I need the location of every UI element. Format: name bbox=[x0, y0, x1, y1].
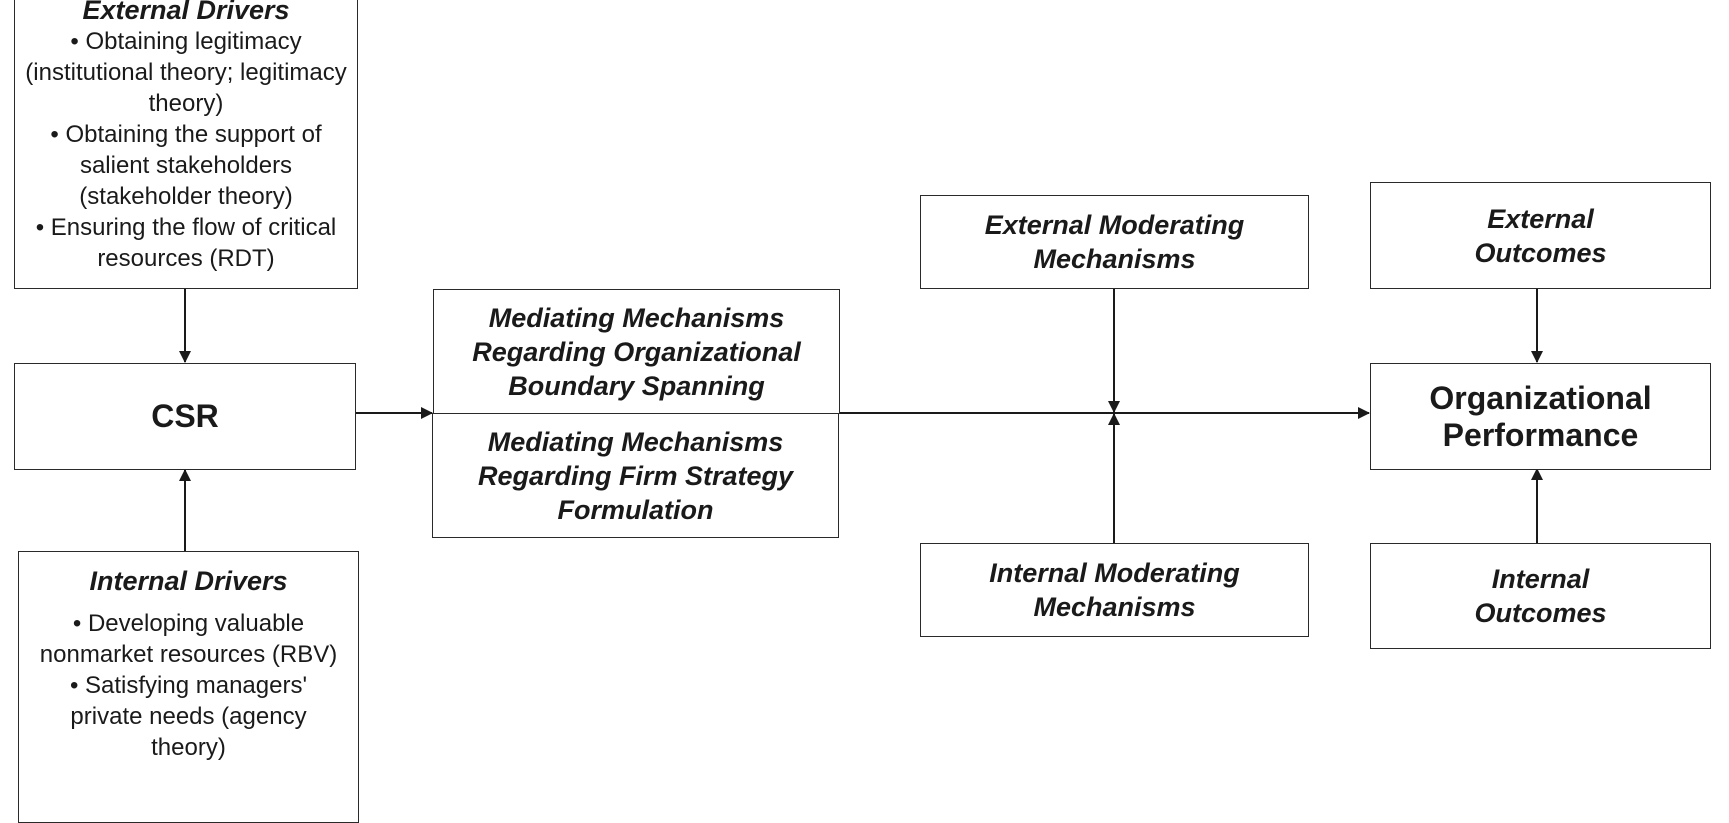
external-outcomes-label: External Outcomes bbox=[1474, 203, 1607, 268]
organizational-performance-label: Organizational Performance bbox=[1429, 379, 1652, 453]
list-item: Obtaining legitimacy (institutional theo… bbox=[25, 26, 347, 119]
list-item: Developing valuable nonmarket resources … bbox=[37, 608, 340, 670]
internal-moderating-box: Internal Moderating Mechanisms bbox=[920, 543, 1309, 637]
internal-drivers-title: Internal Drivers bbox=[89, 566, 288, 596]
mediating-strategy-box: Mediating Mechanisms Regarding Firm Stra… bbox=[432, 413, 839, 538]
list-item: Ensuring the flow of critical resources … bbox=[25, 212, 347, 274]
mediating-boundary-label: Mediating Mechanisms Regarding Organizat… bbox=[472, 302, 801, 401]
mediating-boundary-box: Mediating Mechanisms Regarding Organizat… bbox=[433, 289, 840, 414]
internal-drivers-list: Developing valuable nonmarket resources … bbox=[37, 608, 340, 763]
list-item: Obtaining the support of salient stakeho… bbox=[25, 119, 347, 212]
external-drivers-box: External Drivers Obtaining legitimacy (i… bbox=[14, 0, 358, 289]
external-moderating-label: External Moderating Mechanisms bbox=[984, 210, 1245, 274]
external-drivers-list: Obtaining legitimacy (institutional theo… bbox=[25, 26, 347, 274]
csr-label: CSR bbox=[151, 398, 219, 434]
external-outcomes-box: External Outcomes bbox=[1370, 182, 1711, 289]
csr-box: CSR bbox=[14, 363, 356, 470]
list-item: Satisfying managers' private needs (agen… bbox=[37, 670, 340, 763]
organizational-performance-box: Organizational Performance bbox=[1370, 363, 1711, 470]
external-moderating-box: External Moderating Mechanisms bbox=[920, 195, 1309, 289]
internal-outcomes-box: Internal Outcomes bbox=[1370, 543, 1711, 649]
external-drivers-title: External Drivers bbox=[82, 0, 290, 25]
internal-moderating-label: Internal Moderating Mechanisms bbox=[989, 558, 1240, 622]
internal-outcomes-label: Internal Outcomes bbox=[1474, 564, 1607, 628]
mediating-strategy-label: Mediating Mechanisms Regarding Firm Stra… bbox=[477, 426, 794, 525]
internal-drivers-box: Internal Drivers Developing valuable non… bbox=[18, 551, 359, 823]
